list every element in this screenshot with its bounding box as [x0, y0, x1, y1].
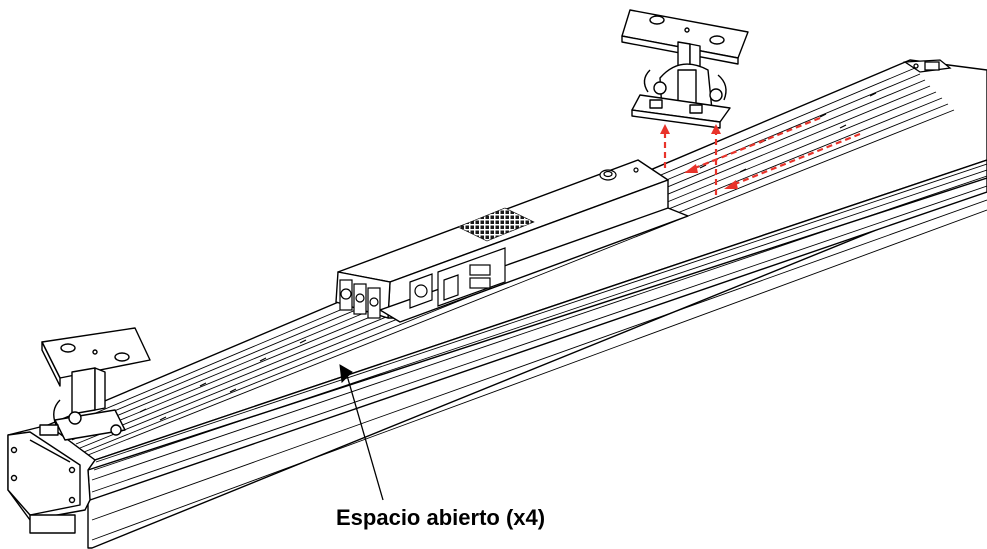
vent-grille	[457, 207, 535, 242]
fixture-body	[47, 59, 987, 549]
heatsink-ribs	[59, 67, 987, 541]
callout-leader-line	[345, 371, 384, 501]
left-mounting-bracket	[39, 327, 151, 441]
assembly-arrows	[663, 116, 861, 195]
connector-panel	[339, 279, 381, 319]
open-space-callout	[339, 364, 384, 501]
right-mounting-bracket	[621, 9, 749, 129]
display-panel	[409, 247, 506, 309]
arrowheads	[660, 124, 738, 189]
left-end-cap	[7, 424, 96, 534]
open-space-label: Espacio abierto (x4)	[336, 505, 546, 530]
right-end-cap	[903, 59, 952, 73]
top-knob	[599, 167, 639, 181]
